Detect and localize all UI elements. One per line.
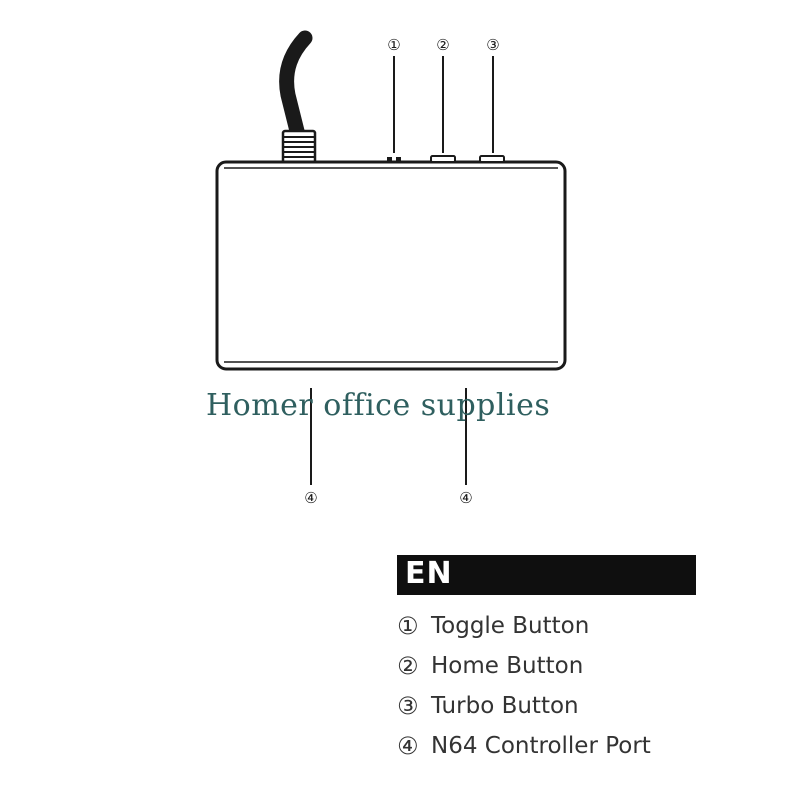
usb-cable: [279, 30, 313, 143]
legend-label: Turbo Button: [431, 693, 579, 719]
legend-item-home: ② Home Button: [397, 646, 651, 686]
callout-port-right: ④: [459, 489, 472, 507]
callout-toggle: ①: [387, 36, 400, 54]
legend-marker: ④: [397, 732, 419, 760]
callout-port-left: ④: [304, 489, 317, 507]
watermark-text: Homer office supplies: [206, 388, 551, 423]
callout-home: ②: [436, 36, 449, 54]
legend-label: Home Button: [431, 653, 584, 679]
toggle-switch: [387, 157, 401, 162]
legend-item-port: ④ N64 Controller Port: [397, 726, 651, 766]
home-button: [430, 155, 456, 163]
language-label: EN: [405, 556, 453, 591]
turbo-button: [479, 155, 505, 163]
language-banner: EN: [397, 555, 696, 595]
adapter-body: [215, 160, 567, 371]
legend-item-turbo: ③ Turbo Button: [397, 686, 651, 726]
legend-item-toggle: ① Toggle Button: [397, 606, 651, 646]
legend-list: ① Toggle Button ② Home Button ③ Turbo Bu…: [397, 606, 651, 766]
legend-marker: ②: [397, 652, 419, 680]
legend-label: Toggle Button: [431, 613, 590, 639]
legend-label: N64 Controller Port: [431, 733, 651, 759]
callout-turbo: ③: [486, 36, 499, 54]
cable-connector: [281, 129, 317, 165]
legend-marker: ①: [397, 612, 419, 640]
legend-marker: ③: [397, 692, 419, 720]
